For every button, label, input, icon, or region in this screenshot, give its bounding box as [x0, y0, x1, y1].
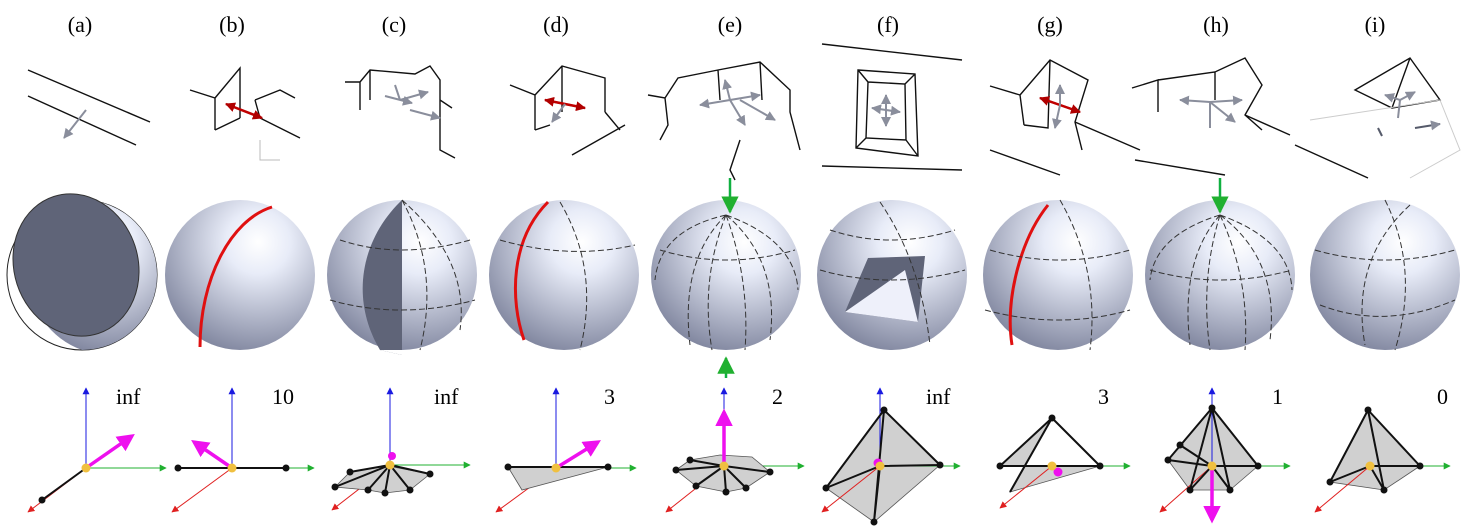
panel-label-f: (f): [877, 12, 899, 37]
dof-label-b: 10: [272, 384, 294, 409]
dof-label-e: 2: [772, 384, 783, 409]
sphere-h: [1145, 178, 1295, 351]
constraint-arc-b: [198, 205, 273, 348]
panel-label-c: (c): [382, 12, 406, 37]
sphere-f: [817, 200, 967, 350]
dof-label-a: inf: [116, 384, 141, 409]
sphere-g: [983, 199, 1133, 351]
dof-label-h: 1: [1272, 384, 1283, 409]
dof-label-f: inf: [926, 384, 951, 409]
config-a: [27, 69, 151, 146]
dof-labels: inf 10 inf 3 2 inf 3 1 0: [116, 384, 1448, 409]
panel-label-d: (d): [543, 12, 569, 37]
polytope-c: [331, 387, 471, 511]
polytope-d: [495, 387, 637, 513]
config-b: [189, 66, 301, 161]
config-d: [509, 65, 626, 156]
polytope-g: [996, 414, 1131, 509]
panel-label-h: (h): [1203, 12, 1229, 37]
sphere-b: [165, 200, 315, 350]
polytope-row: [27, 387, 1451, 526]
panel-labels: (a) (b) (c) (d) (e) (f) (g) (h) (i): [68, 12, 1386, 37]
sphere-row: [6, 178, 1460, 378]
config-e: [647, 61, 801, 181]
constraint-arc-d: [513, 200, 550, 341]
sphere-i: [1310, 199, 1460, 351]
sphere-e: [651, 178, 801, 378]
config-g: [989, 59, 1141, 176]
config-c: [345, 65, 456, 159]
panel-label-a: (a): [68, 12, 92, 37]
config-h: [1131, 57, 1291, 176]
polytope-b: [171, 387, 315, 513]
polytope-e: [665, 387, 805, 513]
panel-label-b: (b): [219, 12, 245, 37]
dof-label-d: 3: [604, 384, 615, 409]
polytope-i: [1314, 406, 1451, 513]
panel-label-e: (e): [718, 12, 742, 37]
sphere-d: [489, 200, 639, 351]
polytope-h: [1159, 387, 1291, 524]
config-i: [1294, 57, 1461, 179]
constraint-arc-g: [1008, 204, 1050, 346]
panel-label-i: (i): [1365, 12, 1386, 37]
sphere-c: [327, 199, 477, 355]
dof-label-i: 0: [1437, 384, 1448, 409]
dof-label-c: inf: [434, 384, 459, 409]
polytope-a: [27, 387, 167, 513]
config-row: [27, 43, 1461, 181]
config-f: [821, 43, 963, 171]
panel-label-g: (g): [1037, 12, 1063, 37]
polytope-f: [821, 387, 961, 526]
dof-label-g: 3: [1098, 384, 1109, 409]
sphere-a: [6, 193, 158, 351]
